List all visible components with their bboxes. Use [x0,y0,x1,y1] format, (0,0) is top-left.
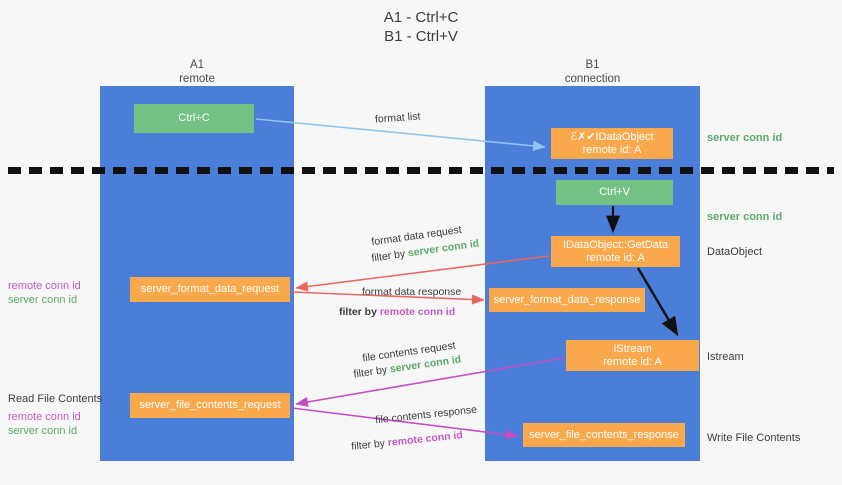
box-server-file-contents-request[interactable]: server_file_contents_request [130,393,290,418]
annotation-server-conn-id: server conn id [8,425,78,437]
box-getdata-line1: IDataObject::GetData [562,238,669,251]
lane-b1-name: B1 [585,59,600,71]
box-getdata-line2: remote id: A [586,251,645,264]
box-server-format-data-request-label: server_format_data_request [140,283,280,295]
filter-value-remote-conn-id: remote conn id [387,429,464,449]
lane-a1-name: A1 [189,59,205,71]
annotation-remote-conn-id: remote conn id [8,280,81,292]
box-server-file-contents-request-label: server_file_contents_request [139,399,281,411]
box-ctrl-c-label: Ctrl+C [178,112,210,124]
box-idataobject-getdata[interactable]: IDataObject::GetData remote id: A [551,236,680,267]
annotation-write-file-contents: Write File Contents [707,432,801,444]
annotation-read-file-contents: Read File Contents [8,393,103,405]
filter-prefix: filter by [350,437,389,453]
box-server-file-contents-response-label: server_file_contents_response [529,428,679,441]
filter-prefix: filter by [352,363,391,381]
box-idataobject-line1: ℰ✗✔IDataObject [570,130,654,143]
annotation-server-conn-id: server conn id [8,294,78,306]
box-ctrl-v-label: Ctrl+V [599,186,630,198]
annotation-server-conn-id-top: server conn id [707,132,783,144]
lane-a1-sub: remote [179,73,215,85]
annotation-conn-ids-file: remote conn id server conn id [8,410,81,438]
box-server-format-data-request[interactable]: server_format_data_request [130,277,290,302]
box-server-format-data-response-label: server_format_data_response [493,293,641,306]
annotation-dataobject: DataObject [707,246,763,258]
box-istream[interactable]: IStream remote id: A [566,340,699,371]
box-istream-line2: remote id: A [603,355,662,368]
edge-label-file-contents-response-filter: filter by remote conn id [351,428,464,454]
edge-label-format-list: format list [374,110,421,126]
box-idataobject[interactable]: ℰ✗✔IDataObject remote id: A [551,128,673,159]
edge-label-file-contents-response: file contents response [374,403,478,427]
annotation-server-conn-id-second: server conn id [707,211,783,223]
edge-label-format-data-response: format data response [362,286,462,298]
filter-value-remote-conn-id: remote conn id [379,306,456,318]
filter-prefix: filter by [370,247,409,265]
annotation-istream: Istream [707,351,744,363]
filter-prefix: filter by [339,306,380,318]
lane-header-a1: A1 remote [100,58,294,86]
annotation-remote-conn-id: remote conn id [8,411,81,423]
box-server-format-data-response[interactable]: server_format_data_response [489,288,645,312]
box-istream-line1: IStream [613,342,652,355]
box-ctrl-v[interactable]: Ctrl+V [556,180,673,205]
page-title: A1 - Ctrl+C B1 - Ctrl+V [383,9,459,45]
box-server-file-contents-response[interactable]: server_file_contents_response [523,423,685,447]
annotation-conn-ids-format: remote conn id server conn id [8,279,81,307]
lane-b1-sub: connection [564,73,621,85]
phase-divider [8,167,834,174]
box-idataobject-line2: remote id: A [582,143,642,156]
box-ctrl-c[interactable]: Ctrl+C [134,104,254,133]
lane-header-b1: B1 connection [485,58,700,86]
edge-label-format-data-response-filter: filter by remote conn id [339,305,455,319]
